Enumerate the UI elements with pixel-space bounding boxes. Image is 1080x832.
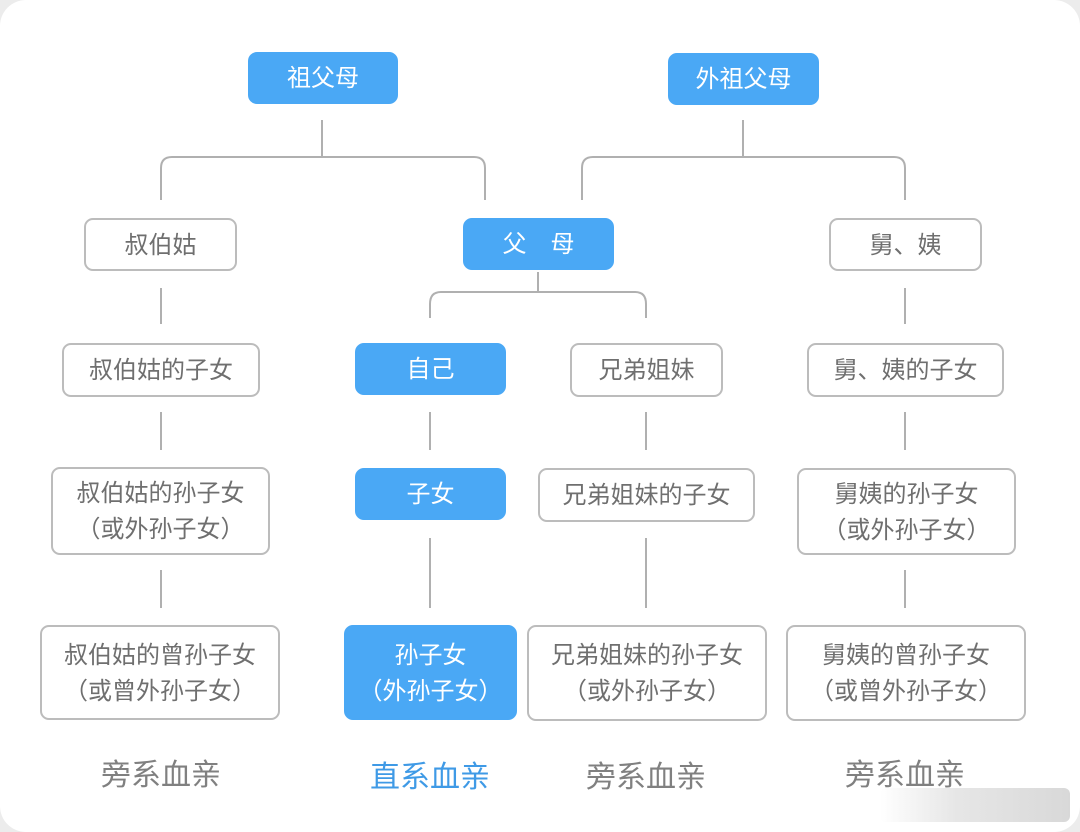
node-maternal-uncles-aunts: 舅、姨 [829, 218, 982, 271]
node-grandchildren-line2: （外孙子女） [358, 676, 503, 705]
footer-collateral-middle: 旁系血亲 [586, 760, 706, 795]
node-uncles-aunts-great-grandchildren: 叔伯姑的曾孙子女 （或曾外孙子女） [40, 625, 280, 720]
node-uncles-aunts-great-grandchildren-line1: 叔伯姑的曾孙子女 [64, 640, 256, 669]
node-siblings-label: 兄弟姐妹 [598, 356, 695, 384]
node-maternal-great-grandchildren-line2: （或曾外孙子女） [810, 677, 1002, 705]
node-maternal-grandparents-label: 外祖父母 [695, 65, 792, 93]
node-siblings-children-label: 兄弟姐妹的子女 [562, 481, 731, 509]
node-grandparents-label: 祖父母 [287, 64, 359, 92]
node-uncles-aunts-grandchildren-line1: 叔伯姑的孙子女 [76, 479, 245, 507]
node-siblings-grandchildren-line1: 兄弟姐妹的孙子女 [551, 641, 743, 669]
connector-grandparents-fork [160, 120, 486, 200]
node-parents: 父 母 [463, 218, 614, 270]
node-maternal-uncles-aunts-children: 舅、姨的子女 [807, 343, 1004, 397]
node-uncles-aunts-paternal-label: 叔伯姑 [124, 230, 197, 259]
node-uncles-aunts-great-grandchildren-line2: （或曾外孙子女） [64, 676, 256, 705]
node-maternal-uncles-aunts-children-label: 舅、姨的子女 [833, 356, 978, 384]
node-maternal-great-grandchildren-line1: 舅姨的曾孙子女 [822, 641, 990, 669]
node-self-label: 自己 [406, 355, 455, 383]
watermark [880, 788, 1070, 822]
node-parents-label: 父 母 [502, 230, 575, 258]
node-grandchildren-line1: 孙子女 [394, 640, 467, 669]
node-siblings-grandchildren-line2: （或外孙子女） [563, 677, 731, 705]
node-uncles-aunts-children: 叔伯姑的子女 [62, 343, 260, 397]
footer-collateral-left: 旁系血亲 [101, 758, 221, 793]
footer-lineal: 直系血亲 [370, 760, 490, 795]
node-maternal-grandchildren: 舅姨的孙子女 （或外孙子女） [797, 468, 1016, 555]
node-uncles-aunts-children-label: 叔伯姑的子女 [89, 356, 233, 384]
node-siblings-children: 兄弟姐妹的子女 [538, 468, 755, 522]
node-siblings-grandchildren: 兄弟姐妹的孙子女 （或外孙子女） [527, 625, 767, 721]
node-siblings: 兄弟姐妹 [570, 343, 723, 397]
node-uncles-aunts-grandchildren-line2: （或外孙子女） [76, 515, 245, 543]
node-uncles-aunts-grandchildren: 叔伯姑的孙子女 （或外孙子女） [51, 467, 270, 555]
node-maternal-grandchildren-line2: （或外孙子女） [822, 515, 991, 544]
node-grandchildren: 孙子女 （外孙子女） [344, 625, 517, 720]
node-maternal-uncles-aunts-label: 舅、姨 [869, 230, 942, 259]
node-maternal-grandchildren-line1: 舅姨的孙子女 [834, 479, 979, 508]
connector-parents-fork [429, 272, 647, 318]
connector-maternal-grandparents-fork [581, 120, 906, 200]
node-self: 自己 [355, 343, 506, 395]
node-children-label: 子女 [406, 480, 455, 508]
footer-collateral-right: 旁系血亲 [845, 758, 965, 793]
node-grandparents: 祖父母 [248, 52, 398, 104]
node-maternal-great-grandchildren: 舅姨的曾孙子女 （或曾外孙子女） [786, 625, 1026, 721]
node-maternal-grandparents: 外祖父母 [668, 53, 819, 105]
node-children: 子女 [355, 468, 506, 520]
node-uncles-aunts-paternal: 叔伯姑 [84, 218, 237, 271]
